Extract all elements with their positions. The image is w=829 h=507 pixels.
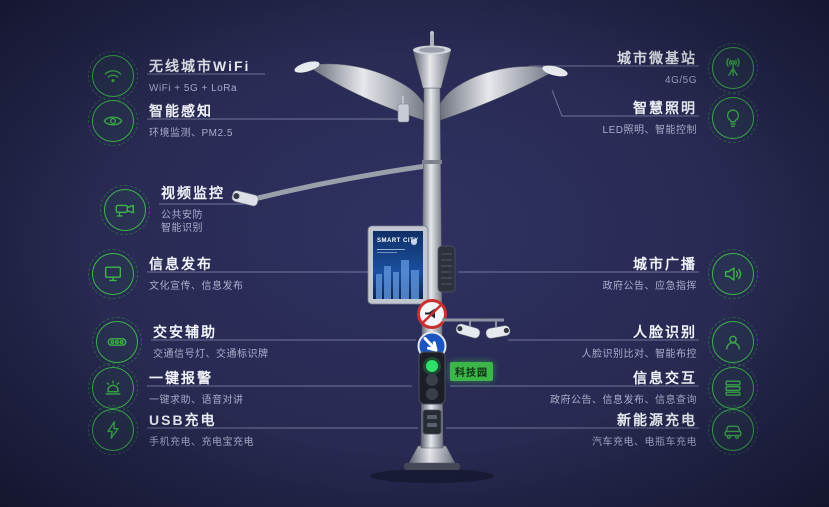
feature-title: 新能源充电	[617, 411, 697, 428]
feature-video-surveillance: 视频监控 公共安防 智能识别	[100, 185, 225, 235]
feature-face-recognition: 人脸识别 人脸识别比对、智能布控	[581, 317, 758, 367]
alarm-icon	[88, 363, 138, 413]
dual-cameras	[442, 318, 511, 339]
usb-charge-icon	[88, 405, 138, 455]
feature-subtitle-2: 智能识别	[161, 223, 203, 234]
feature-title: 一键报警	[149, 369, 213, 386]
display-icon	[88, 249, 138, 299]
feature-info-interaction: 信息交互 政府公告、信息发布、信息查询	[550, 363, 758, 413]
feature-title: 视频监控	[161, 185, 225, 201]
feature-info-publish: 信息发布 文化宣传、信息发布	[88, 249, 244, 299]
face-id-icon	[708, 317, 758, 367]
feature-subtitle: 交通信号灯、交通标识牌	[153, 348, 269, 360]
feature-traffic-assist: 交安辅助 交通信号灯、交通标识牌	[92, 317, 269, 367]
feature-wifi: 无线城市WiFi WiFi + 5G + LoRa	[88, 51, 251, 101]
feature-subtitle: 环境监测、PM2.5	[149, 127, 233, 139]
base-station-icon	[708, 43, 758, 93]
feature-ev-charging: 新能源充电 汽车充电、电瓶车充电	[592, 405, 758, 455]
feature-subtitle: 人脸识别比对、智能布控	[581, 348, 697, 360]
feature-subtitle: 政府公告、应急指挥	[602, 280, 697, 292]
feature-sensing: 智能感知 环境监测、PM2.5	[88, 96, 233, 146]
feature-subtitle: 手机充电、充电宝充电	[149, 436, 254, 448]
no-horn-sign	[417, 299, 447, 329]
feature-title: 信息交互	[633, 369, 697, 386]
traffic-light-icon	[92, 317, 142, 367]
feature-title: 人脸识别	[633, 323, 697, 340]
feature-subtitle: 4G/5G	[665, 74, 697, 86]
feature-title: 智能感知	[149, 102, 213, 119]
tech-park-sign: 科技园	[450, 362, 493, 381]
wifi-icon	[88, 51, 138, 101]
sensing-icon	[88, 96, 138, 146]
feature-subtitle: 文化宣传、信息发布	[149, 280, 244, 292]
feature-alarm: 一键报警 一键求助、语音对讲	[88, 363, 244, 413]
pole-base	[370, 445, 494, 483]
feature-title: 交安辅助	[153, 323, 217, 340]
surveillance-camera	[231, 163, 429, 207]
speaker-box	[437, 245, 456, 293]
feature-title: 智慧照明	[633, 99, 697, 116]
feature-title: 信息发布	[149, 255, 213, 272]
connector-lines	[147, 65, 699, 429]
feature-subtitle: 汽车充电、电瓶车充电	[592, 436, 697, 448]
feature-title: USB充电	[149, 411, 217, 428]
feature-title: 城市微基站	[617, 49, 697, 66]
feature-subtitle: LED照明、智能控制	[602, 124, 697, 136]
screen-brand-text: SMART CITY	[377, 238, 419, 244]
traffic-signal	[418, 351, 446, 405]
usb-port	[422, 409, 442, 435]
led-screen	[367, 225, 429, 305]
smart-light-icon	[708, 93, 758, 143]
environment-sensor	[397, 96, 410, 123]
broadcast-icon	[708, 249, 758, 299]
feature-title: 无线城市WiFi	[149, 57, 251, 74]
feature-base-station: 城市微基站 4G/5G	[617, 43, 758, 93]
feature-usb-charge: USB充电 手机充电、充电宝充电	[88, 405, 254, 455]
feature-subtitle: 一键求助、语音对讲	[149, 394, 244, 406]
ev-charge-icon	[708, 405, 758, 455]
feature-city-broadcast: 城市广播 政府公告、应急指挥	[602, 249, 758, 299]
feature-subtitle: WiFi + 5G + LoRa	[149, 82, 238, 94]
info-exchange-icon	[708, 363, 758, 413]
cctv-camera-icon	[100, 185, 150, 235]
feature-title: 城市广播	[633, 255, 697, 272]
feature-subtitle: 政府公告、信息发布、信息查询	[550, 394, 697, 406]
feature-subtitle: 公共安防	[161, 210, 203, 221]
feature-smart-lighting: 智慧照明 LED照明、智能控制	[602, 93, 758, 143]
